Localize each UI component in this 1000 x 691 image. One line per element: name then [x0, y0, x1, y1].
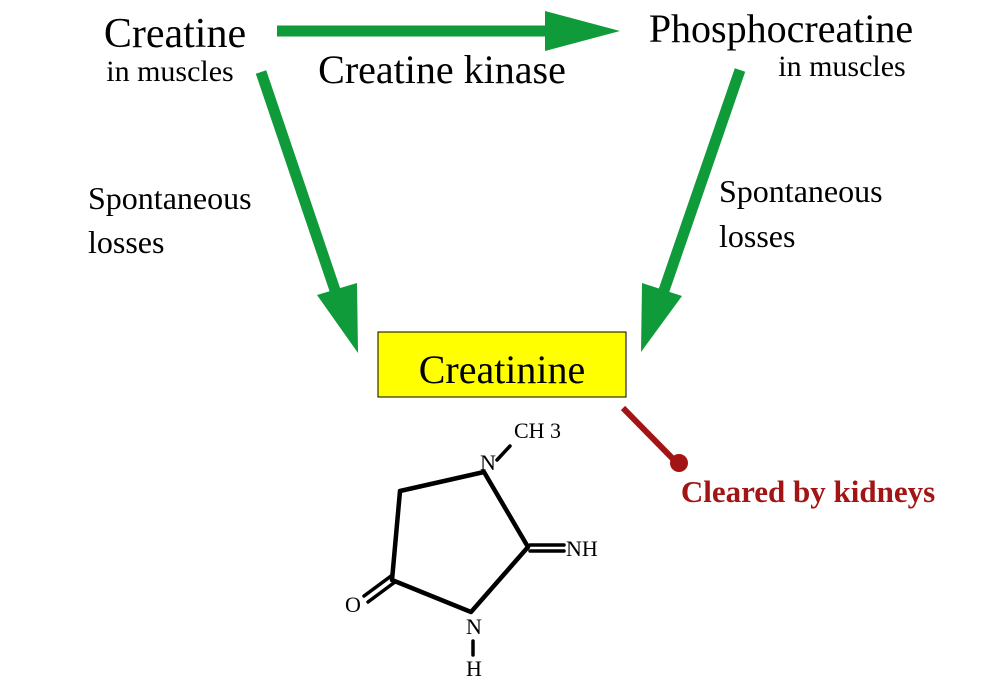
- creatinine-label: Creatinine: [419, 347, 586, 392]
- cleared-by-kidneys-label: Cleared by kidneys: [681, 474, 935, 509]
- structure-bottom-nitrogen-label: N: [466, 614, 482, 639]
- creatine-title: Creatine: [104, 11, 246, 57]
- structure-oxygen-label: O: [345, 592, 361, 617]
- structure-ring-bonds: [389, 469, 531, 615]
- creatine-subtitle: in muscles: [106, 55, 234, 88]
- structure-imine-label: NH: [566, 536, 598, 561]
- creatine-kinase-label: Creatine kinase: [318, 47, 566, 92]
- structure-hydrogen-label: H: [466, 656, 482, 681]
- creatine-kinase-arrow-head: [545, 11, 620, 51]
- left-loss-label-line1: Spontaneous: [88, 180, 252, 216]
- structure-top-nitrogen-label: N: [480, 450, 496, 475]
- structure-methyl-label: CH 3: [514, 418, 561, 443]
- phosphocreatine-subtitle: in muscles: [778, 50, 906, 83]
- right-loss-label-line2: losses: [719, 218, 795, 254]
- creatine-kinase-arrow: [277, 11, 620, 51]
- right-loss-arrow-shaft: [654, 68, 746, 304]
- left-loss-arrow-head: [317, 283, 358, 353]
- left-spontaneous-loss-arrow: [255, 70, 358, 353]
- right-loss-label-line1: Spontaneous: [719, 173, 883, 209]
- phosphocreatine-title: Phosphocreatine: [649, 6, 913, 51]
- left-loss-label-line2: losses: [88, 224, 164, 260]
- kidney-clearance-dot: [670, 454, 688, 472]
- kidney-clearance-marker: [620, 405, 688, 472]
- left-loss-arrow-shaft: [255, 70, 345, 304]
- creatinine-box: [377, 331, 627, 398]
- structure-methyl-bond: [495, 444, 512, 462]
- right-loss-arrow-head: [641, 283, 682, 352]
- kidney-clearance-line: [620, 405, 679, 465]
- structure-carbonyl-bond-1: [362, 574, 393, 598]
- structure-carbonyl-bond-2: [366, 580, 397, 604]
- right-spontaneous-loss-arrow: [641, 68, 746, 352]
- creatinine-structure: [362, 444, 566, 657]
